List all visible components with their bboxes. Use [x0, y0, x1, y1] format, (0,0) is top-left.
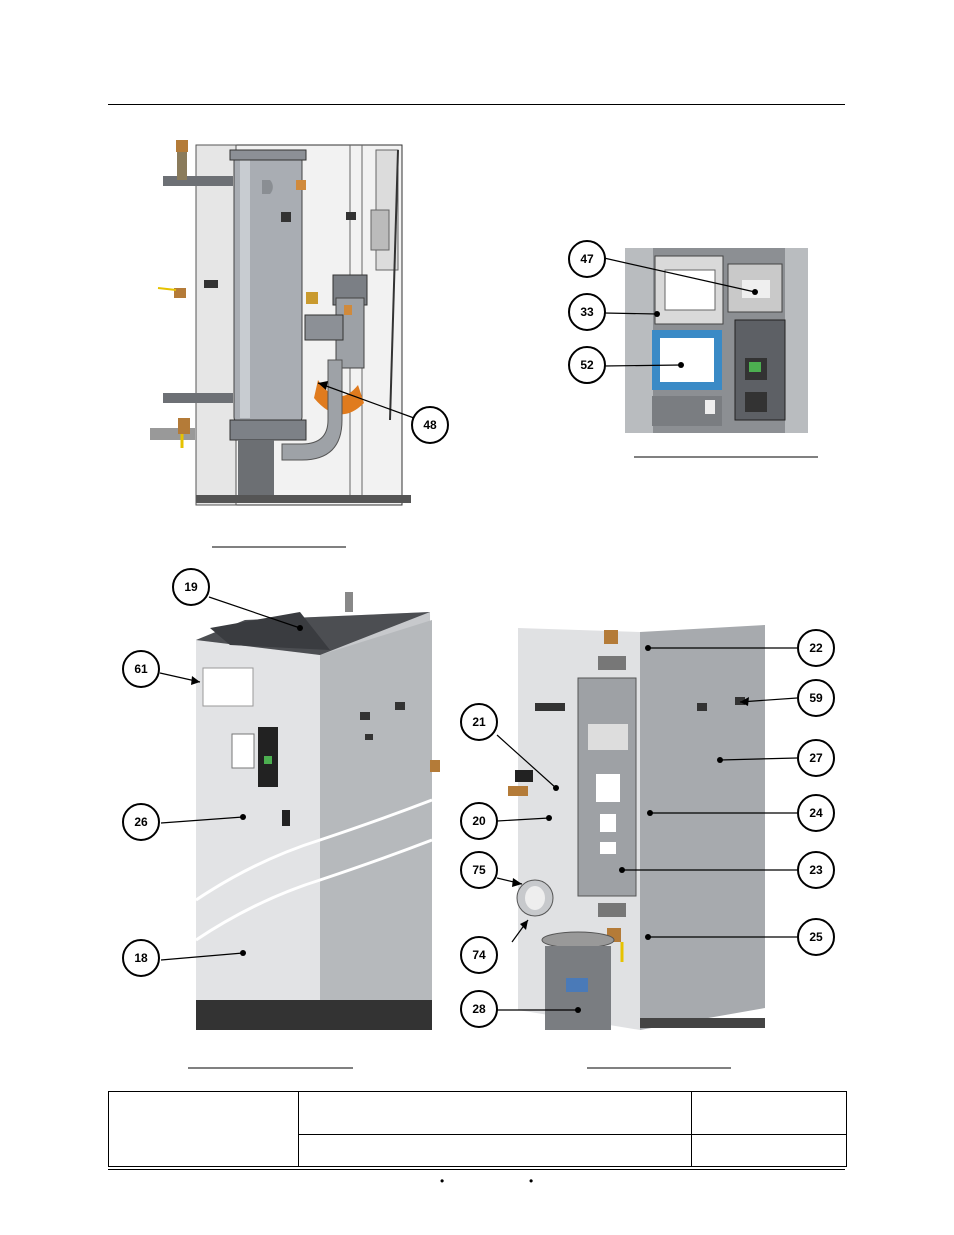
callout-59: 59: [797, 679, 835, 717]
callout-23: 23: [797, 851, 835, 889]
callout-25: 25: [797, 918, 835, 956]
panel-detail-view: [625, 248, 808, 433]
callout-33: 33: [568, 293, 606, 331]
front-view: [195, 592, 440, 1030]
callout-28: 28: [460, 990, 498, 1028]
footer-bullet: •: [440, 1174, 445, 1188]
callout-26: 26: [122, 803, 160, 841]
callout-74: 74: [460, 936, 498, 974]
callout-24: 24: [797, 794, 835, 832]
leader-dots: [240, 289, 758, 1013]
callout-47: 47: [568, 240, 606, 278]
leader-arrowheads: [191, 381, 749, 930]
footer-cell-doc: [691, 1091, 847, 1135]
callout-19: 19: [172, 568, 210, 606]
footer-cell-subtitle: [298, 1134, 693, 1167]
rear-view: [508, 625, 765, 1030]
footer-cell-logo: [107, 1091, 300, 1167]
footer-bullet: •: [529, 1174, 534, 1188]
callout-75: 75: [460, 851, 498, 889]
callout-27: 27: [797, 739, 835, 777]
side-cutaway-view: [150, 140, 411, 506]
callout-20: 20: [460, 802, 498, 840]
callout-21: 21: [460, 703, 498, 741]
footer-cell-title: [298, 1091, 693, 1135]
leader-lines: [159, 257, 798, 1011]
callout-18: 18: [122, 939, 160, 977]
callout-48: 48: [411, 406, 449, 444]
callout-52: 52: [568, 346, 606, 384]
footer-rule: [108, 1169, 845, 1170]
callout-61: 61: [122, 650, 160, 688]
header-rule: [108, 104, 845, 105]
footer-cell-page: [691, 1134, 847, 1167]
callout-22: 22: [797, 629, 835, 667]
footer-table: [107, 1091, 847, 1167]
